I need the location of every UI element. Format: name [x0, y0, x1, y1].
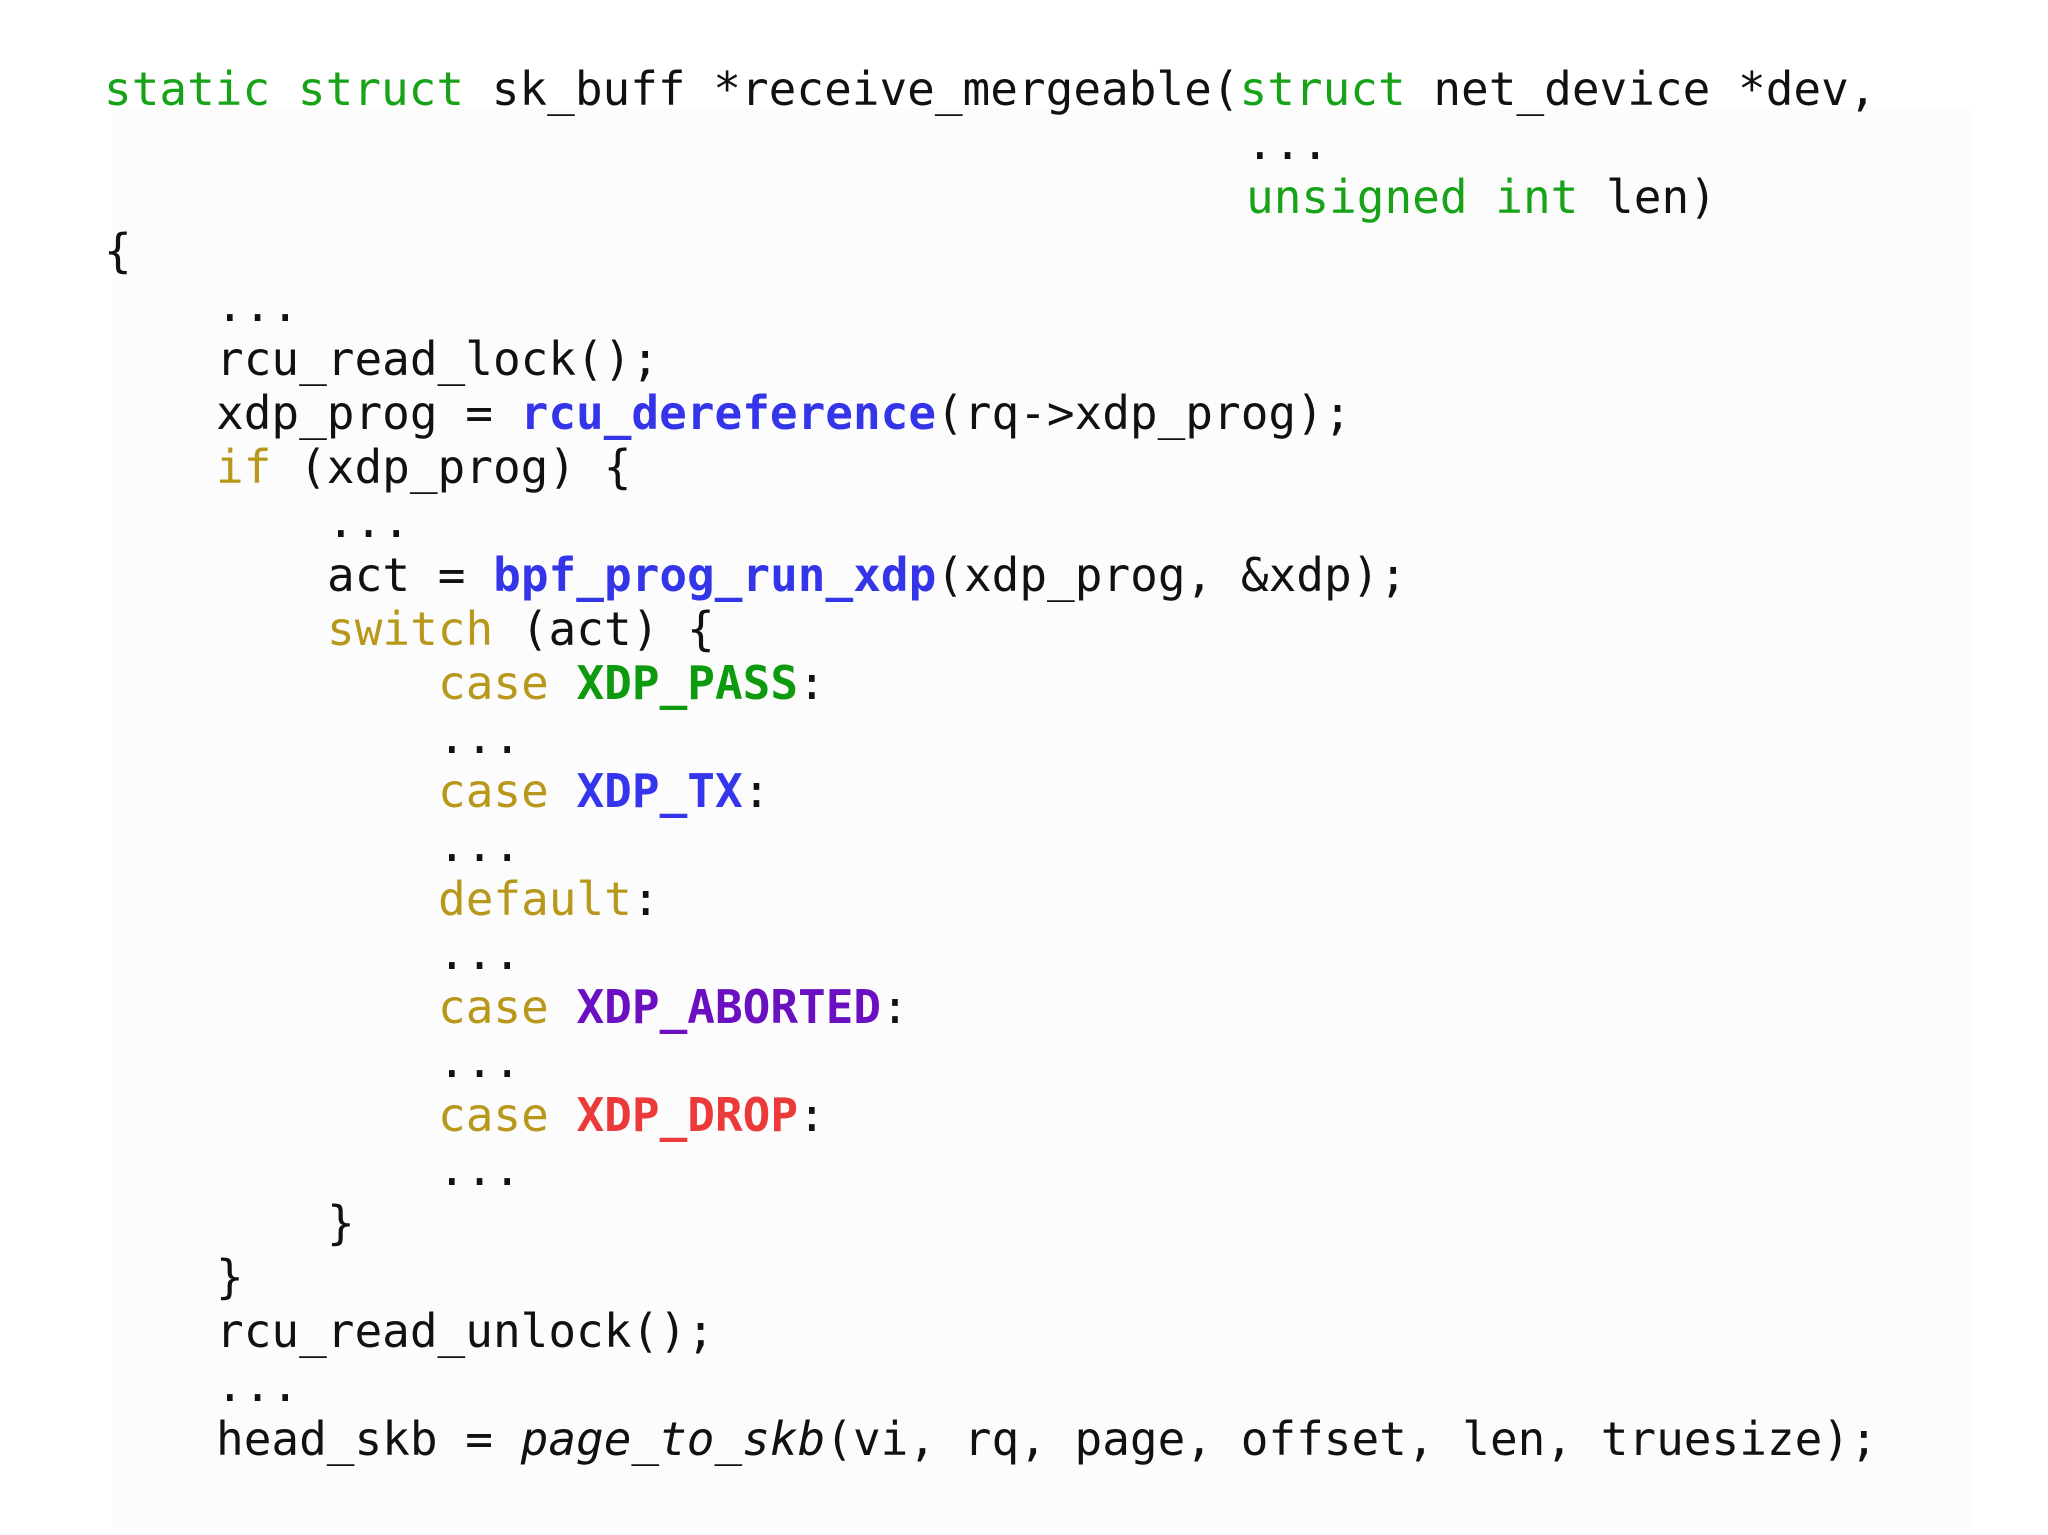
code-text: (xdp_prog, &xdp); [936, 548, 1408, 602]
control-keyword: case [438, 980, 549, 1034]
code-line-7: xdp_prog = rcu_dereference(rq->xdp_prog)… [216, 386, 1351, 440]
code-line-3: unsigned int len) [1246, 170, 1717, 224]
code-line-14: case XDP_TX: [438, 764, 770, 818]
type-keyword: struct [297, 62, 465, 116]
code-line-15: ... [438, 818, 521, 872]
code-text: len) [1578, 170, 1717, 224]
code-line-11: switch (act) { [327, 602, 715, 656]
brace: { [104, 224, 132, 278]
control-keyword: case [438, 764, 549, 818]
ellipsis: ... [216, 1358, 300, 1412]
code-line-5: ... [216, 278, 299, 332]
control-keyword: case [438, 656, 549, 710]
type-keyword: int [1495, 170, 1579, 224]
ellipsis: ... [438, 818, 522, 872]
code-text: : [631, 872, 660, 926]
code-line-12: case XDP_PASS: [438, 656, 826, 710]
code-line-18: case XDP_ABORTED: [438, 980, 909, 1034]
ellipsis: ... [438, 1034, 522, 1088]
code-text: (vi, rq, page, offset, len, truesize); [825, 1412, 1878, 1466]
code-line-4: { [104, 224, 132, 278]
type-keyword: static [104, 62, 271, 116]
code-text: : [881, 980, 909, 1034]
code-panel [112, 108, 1972, 1528]
code-line-22: } [327, 1196, 355, 1250]
ellipsis: ... [438, 1142, 522, 1196]
ellipsis: ... [438, 710, 522, 764]
xdp-drop-constant: XDP_DROP [576, 1088, 799, 1142]
code-text: (xdp_prog) { [271, 440, 632, 494]
ellipsis: ... [216, 278, 300, 332]
code-line-21: ... [438, 1142, 521, 1196]
code-text [270, 62, 298, 116]
type-keyword: struct [1239, 62, 1406, 116]
code-text [549, 980, 577, 1034]
code-line-25: ... [216, 1358, 299, 1412]
code-line-6: rcu_read_lock(); [216, 332, 659, 386]
code-text: sk_buff *receive_mergeable( [464, 62, 1240, 116]
function-name: bpf_prog_run_xdp [493, 548, 937, 602]
code-line-26: head_skb = page_to_skb(vi, rq, page, off… [216, 1412, 1878, 1466]
code-line-13: ... [438, 710, 521, 764]
control-keyword: switch [327, 602, 494, 656]
code-text: rcu_read_lock(); [216, 332, 660, 386]
code-text [549, 1088, 577, 1142]
code-line-9: ... [327, 494, 410, 548]
ellipsis: ... [327, 494, 411, 548]
type-keyword: unsigned [1246, 170, 1468, 224]
code-text: xdp_prog = [216, 386, 521, 440]
code-text: (rq->xdp_prog); [936, 386, 1352, 440]
code-line-2: ... [1246, 116, 1329, 170]
code-line-20: case XDP_DROP: [438, 1088, 826, 1142]
brace: } [327, 1196, 355, 1250]
code-line-23: } [216, 1250, 244, 1304]
code-text: (act) { [493, 602, 715, 656]
brace: } [216, 1250, 244, 1304]
code-text: rcu_read_unlock(); [216, 1304, 715, 1358]
code-line-24: rcu_read_unlock(); [216, 1304, 715, 1358]
code-text: net_device *dev, [1405, 62, 1877, 116]
code-text [1468, 170, 1496, 224]
function-name: rcu_dereference [520, 386, 937, 440]
code-text [549, 764, 577, 818]
xdp-tx-constant: XDP_TX [576, 764, 743, 818]
code-text: act = [327, 548, 494, 602]
code-line-16: default: [438, 872, 660, 926]
code-text [549, 656, 577, 710]
code-text: head_skb = [216, 1412, 521, 1466]
code-text: : [798, 1088, 826, 1142]
control-keyword: case [438, 1088, 549, 1142]
code-text: : [742, 764, 771, 818]
xdp-aborted-constant: XDP_ABORTED [576, 980, 882, 1034]
code-line-19: ... [438, 1034, 521, 1088]
ellipsis: ... [1246, 116, 1330, 170]
code-text: : [798, 656, 826, 710]
code-line-17: ... [438, 926, 521, 980]
code-line-8: if (xdp_prog) { [216, 440, 631, 494]
control-keyword: if [216, 440, 272, 494]
control-keyword: default [438, 872, 632, 926]
xdp-pass-constant: XDP_PASS [576, 656, 799, 710]
code-line-1: static struct sk_buff *receive_mergeable… [104, 62, 1876, 116]
ellipsis: ... [438, 926, 522, 980]
code-line-10: act = bpf_prog_run_xdp(xdp_prog, &xdp); [327, 548, 1407, 602]
function-name: page_to_skb [520, 1412, 826, 1466]
